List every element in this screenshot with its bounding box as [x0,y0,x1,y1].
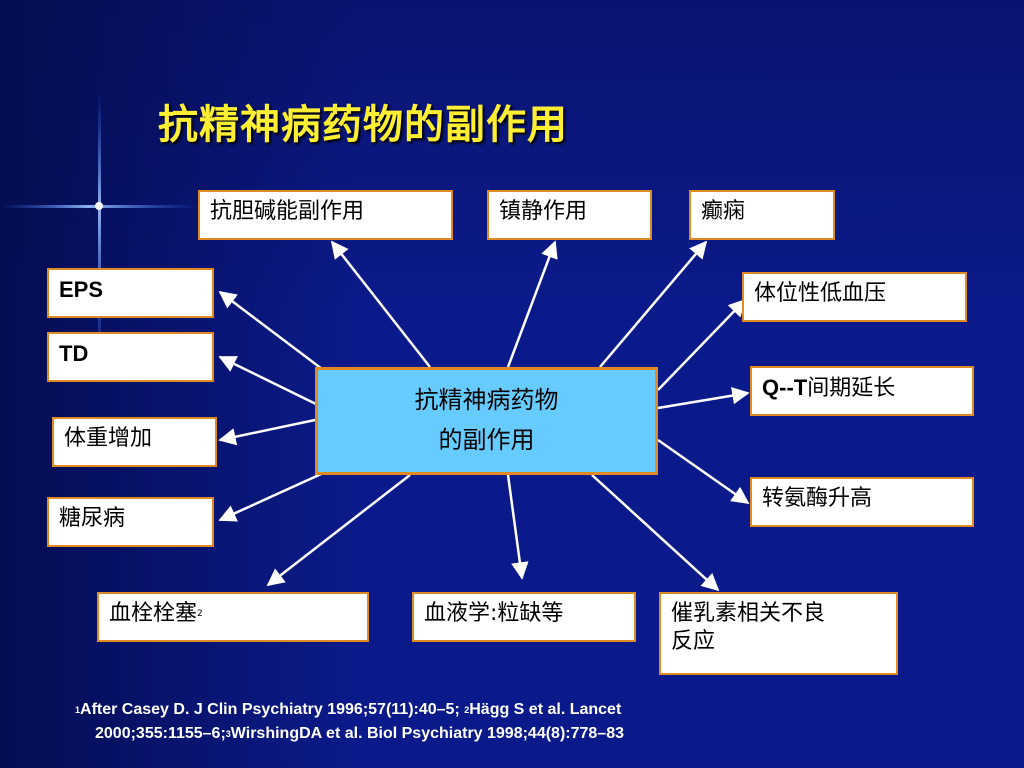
effect-hypotension: 体位性低血压 [742,272,967,322]
ref-sup-3: 3 [225,729,231,739]
arrow-hematology [506,474,529,580]
slide-title: 抗精神病药物的副作用 [158,102,568,148]
ref-part-2: Hägg S et al. Lancet [469,701,622,718]
effect-qt-prolongation: Q--T间期延长 [750,366,974,416]
ref-sup-1: 1 [75,705,81,715]
prolactin-line-1: 催乳素相关不良 [671,601,826,626]
qt-suffix: 间期延长 [807,376,896,401]
arrow-epilepsy [599,240,708,368]
effect-diabetes: 糖尿病 [47,497,214,547]
reference-line-1: 1After Casey D. J Clin Psychiatry 1996;5… [75,698,775,722]
ref-part-1: After Casey D. J Clin Psychiatry 1996;57… [80,701,465,718]
arrow-diabetes [218,468,331,522]
effect-hematology: 血液学:粒缺等 [412,592,636,642]
effect-weight-gain: 体重增加 [52,417,217,467]
effect-sedation: 镇静作用 [487,190,652,240]
ref-part-3: 2000;355:1155–6; [95,725,226,742]
arrow-sedation [506,240,558,368]
reference-footnote: 1After Casey D. J Clin Psychiatry 1996;5… [75,698,775,746]
effect-td: TD [47,332,214,382]
effect-anticholinergic: 抗胆碱能副作用 [198,190,453,240]
thrombo-label: 血栓栓塞 [109,601,198,626]
qt-prefix: Q--T [762,375,808,400]
arrow-transaminase [657,438,750,505]
center-node: 抗精神病药物 的副作用 [315,367,658,475]
arrow-hypotension [657,298,747,391]
arrow-thrombo [266,474,411,587]
ref-part-4: WirshingDA et al. Biol Psychiatry 1998;4… [230,725,624,742]
center-line-2: 的副作用 [438,426,535,454]
effect-epilepsy: 癫痫 [689,190,835,240]
arrow-prolactin [591,474,720,592]
effect-prolactin: 催乳素相关不良 反应 [659,592,898,675]
arrow-weight [218,418,316,446]
effect-transaminase: 转氨酶升高 [750,477,974,527]
arrow-anticholinergic [330,240,431,368]
ref-sup-2: 2 [464,705,470,715]
reference-line-2: 2000;355:1155–6;3WirshingDA et al. Biol … [75,722,775,746]
arrow-td [218,355,319,407]
arrow-qt [657,386,750,410]
effect-thromboembolism: 血栓栓塞2 [97,592,369,642]
arrow-eps [218,290,331,376]
center-line-1: 抗精神病药物 [414,386,559,414]
thrombo-footnote: 2 [197,609,203,619]
effect-eps: EPS [47,268,214,318]
sparkle-icon [0,90,200,380]
prolactin-line-2: 反应 [671,629,716,654]
